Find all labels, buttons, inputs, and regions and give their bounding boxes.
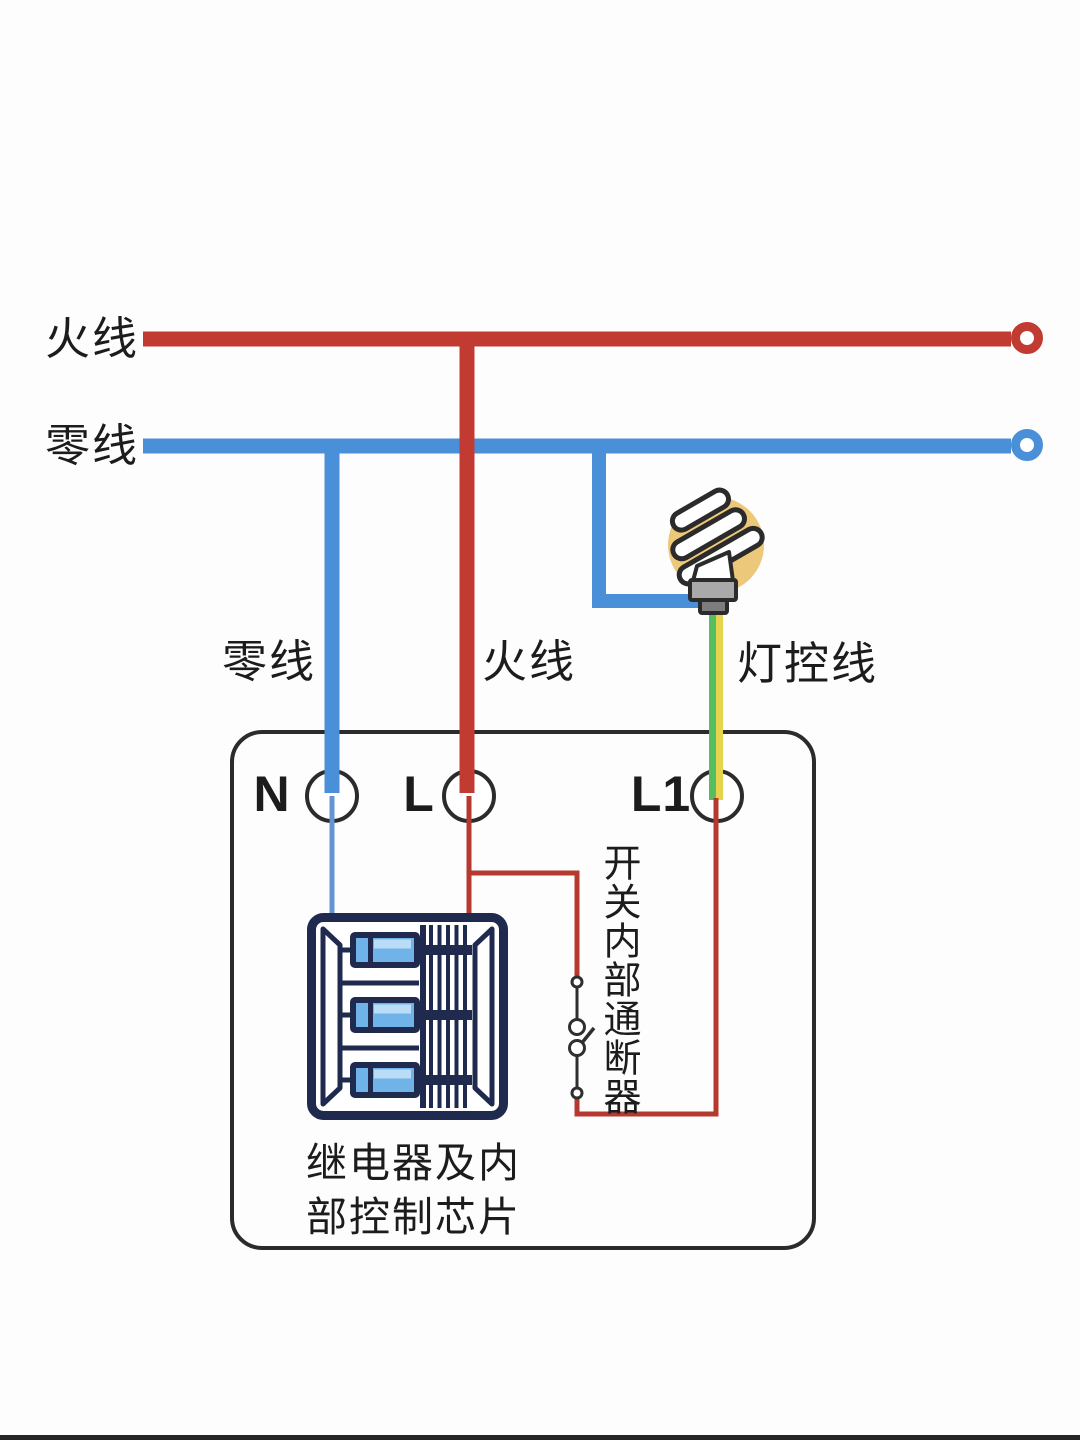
- relay-caption-line1: 继电器及内: [306, 1140, 521, 1186]
- switch-to-l1-wire: [574, 798, 719, 1117]
- cfl-bulb-icon: [668, 487, 765, 615]
- live-wire-end-ring: [1011, 322, 1043, 354]
- live-bus-label: 火线: [45, 313, 140, 364]
- lamp-control-wire: [709, 604, 723, 800]
- relay-caption: 继电器及内 部控制芯片: [306, 1136, 521, 1244]
- switch-box-outline: [230, 730, 816, 1250]
- switch-contacts-symbol: [568, 975, 596, 1100]
- terminal-label-l1: L1: [630, 766, 692, 822]
- internal-switch-label: 开关内部通断器: [597, 843, 639, 1116]
- live-branch-label: 火线: [482, 636, 577, 687]
- neutral-bus-label: 零线: [45, 420, 140, 471]
- lamp-control-label: 灯控线: [737, 638, 879, 689]
- terminal-label-n: N: [253, 766, 291, 822]
- relay-caption-line2: 部控制芯片: [306, 1194, 521, 1240]
- bottom-edge-bar: [0, 1435, 1080, 1440]
- terminal-label-l: L: [403, 766, 435, 822]
- relay-and-control-chip-icon: [307, 913, 508, 1120]
- neutral-wire-end-ring: [1011, 429, 1043, 461]
- neutral-branch-to-lamp: [592, 446, 706, 608]
- neutral-branch-label: 零线: [222, 636, 317, 687]
- live-branch-to-switch: [469, 870, 580, 978]
